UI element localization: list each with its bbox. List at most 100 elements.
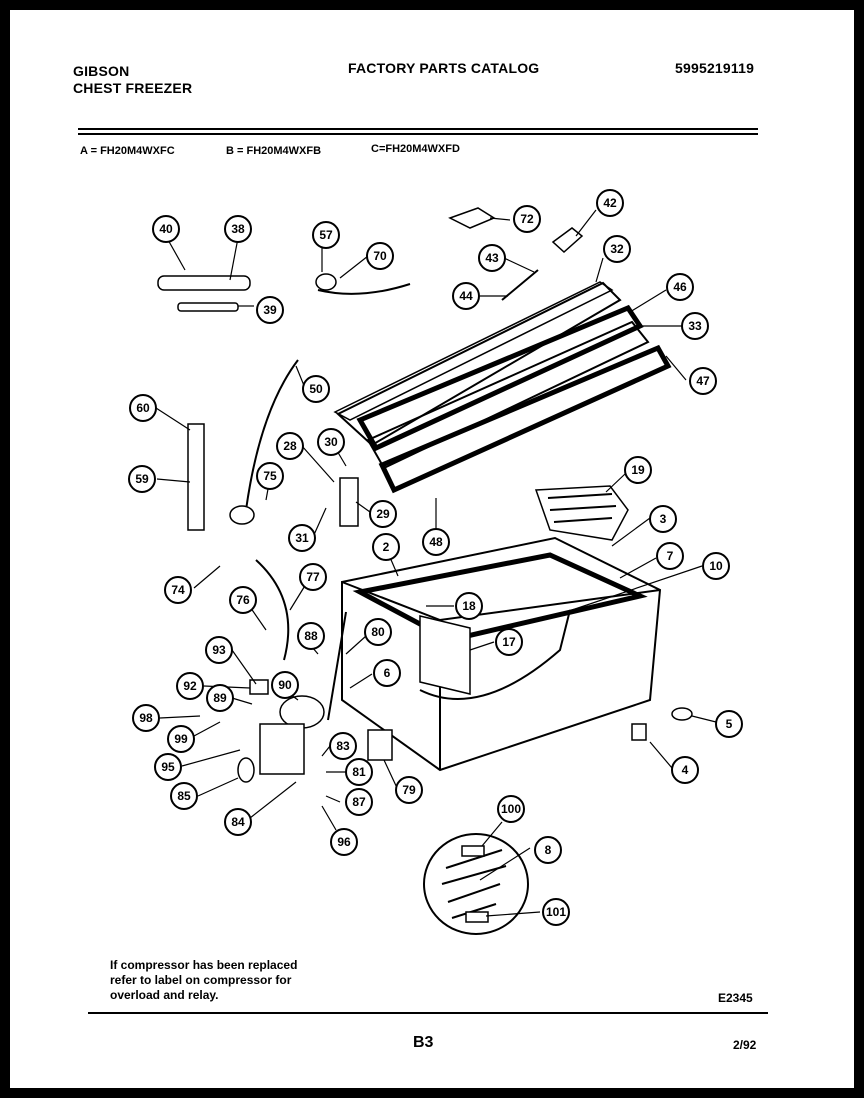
- callout-label: 42: [603, 196, 617, 210]
- leader: [229, 237, 239, 281]
- model-b: B = FH20M4WXFB: [226, 145, 322, 157]
- callout-70: 70: [366, 242, 394, 270]
- callout-label: 90: [278, 678, 292, 692]
- footer-rule: [88, 1012, 768, 1014]
- leader: [197, 777, 239, 797]
- detail-clip: [461, 845, 485, 857]
- callout-48: 48: [422, 528, 450, 556]
- hinge-parts: [187, 359, 359, 531]
- leader: [611, 517, 651, 547]
- callout-label: 88: [304, 629, 318, 643]
- callout-89: 89: [206, 684, 234, 712]
- callout-75: 75: [256, 462, 284, 490]
- callout-circle: [297, 622, 325, 650]
- callout-8: 8: [534, 836, 562, 864]
- callout-label: 33: [688, 319, 702, 333]
- callout-circle: [256, 462, 284, 490]
- compressor-note: If compressor has been replaced refer to…: [110, 958, 370, 1003]
- callout-60: 60: [129, 394, 157, 422]
- leader: [575, 209, 597, 237]
- page-number: B3: [413, 1034, 434, 1051]
- lid-frame: [366, 320, 650, 470]
- callout-label: 79: [402, 783, 416, 797]
- leader: [249, 781, 297, 819]
- leader: [595, 257, 604, 283]
- callout-10: 10: [702, 552, 730, 580]
- callout-circle: [624, 456, 652, 484]
- callout-label: 28: [283, 439, 297, 453]
- callout-label: 81: [352, 765, 366, 779]
- callout-label: 93: [212, 643, 226, 657]
- callout-77: 77: [299, 563, 327, 591]
- leader: [629, 289, 667, 313]
- callout-label: 99: [174, 732, 188, 746]
- callout-circle: [666, 273, 694, 301]
- leader: [349, 673, 373, 689]
- callout-74: 74: [164, 576, 192, 604]
- callout-label: 39: [263, 303, 277, 317]
- brand-name: GIBSON: [73, 63, 130, 79]
- leader: [489, 217, 511, 221]
- detail-circle: [423, 833, 529, 935]
- callout-label: 95: [161, 760, 175, 774]
- leader: [193, 565, 221, 589]
- callout-96: 96: [330, 828, 358, 856]
- callout-circle: [372, 533, 400, 561]
- callout-label: 84: [231, 815, 245, 829]
- callout-label: 29: [376, 507, 390, 521]
- callout-circle: [478, 244, 506, 272]
- callout-95: 95: [154, 753, 182, 781]
- detail-view: [423, 833, 529, 935]
- leader: [479, 847, 531, 881]
- callout-circle: [176, 672, 204, 700]
- callout-label: 57: [319, 228, 333, 242]
- callout-28: 28: [276, 432, 304, 460]
- leader: [665, 355, 687, 381]
- callout-label: 4: [682, 763, 689, 777]
- callout-label: 40: [159, 222, 173, 236]
- callout-circle: [495, 628, 523, 656]
- catalog-title: FACTORY PARTS CATALOG: [348, 60, 540, 76]
- machine-compartment: [237, 559, 693, 783]
- callout-98: 98: [132, 704, 160, 732]
- header-rule-bottom: [78, 133, 758, 135]
- condenser-grille: [259, 723, 305, 775]
- callout-label: 83: [336, 739, 350, 753]
- callout-label: 100: [501, 802, 521, 816]
- leveling-leg: [671, 707, 693, 721]
- callout-circle: [129, 394, 157, 422]
- callout-label: 85: [177, 789, 191, 803]
- callout-81: 81: [345, 758, 373, 786]
- leader: [485, 911, 541, 917]
- leader: [503, 257, 535, 273]
- callout-label: 101: [546, 905, 566, 919]
- drain-plug: [631, 723, 647, 741]
- callout-label: 50: [309, 382, 323, 396]
- callout-circle: [256, 296, 284, 324]
- callout-circle: [329, 732, 357, 760]
- drain-hose: [245, 359, 299, 511]
- leader: [383, 759, 399, 791]
- callout-circle: [366, 242, 394, 270]
- lock-rod: [501, 269, 539, 301]
- callout-7: 7: [656, 542, 684, 570]
- callout-circle: [330, 828, 358, 856]
- wall-panel: [419, 615, 471, 695]
- cabinet-outline: [341, 536, 662, 772]
- leader: [159, 715, 201, 719]
- leader: [156, 478, 191, 483]
- callout-circle: [132, 704, 160, 732]
- callout-88: 88: [297, 622, 325, 650]
- leader: [649, 741, 673, 769]
- callout-label: 70: [373, 249, 387, 263]
- callout-label: 96: [337, 835, 351, 849]
- callout-circle: [596, 189, 624, 217]
- callout-85: 85: [170, 782, 198, 810]
- callout-33: 33: [681, 312, 709, 340]
- callout-43: 43: [478, 244, 506, 272]
- callout-label: 92: [183, 679, 197, 693]
- lid-liner: [333, 281, 614, 421]
- callout-label: 2: [383, 540, 390, 554]
- lamp-socket: [315, 273, 337, 291]
